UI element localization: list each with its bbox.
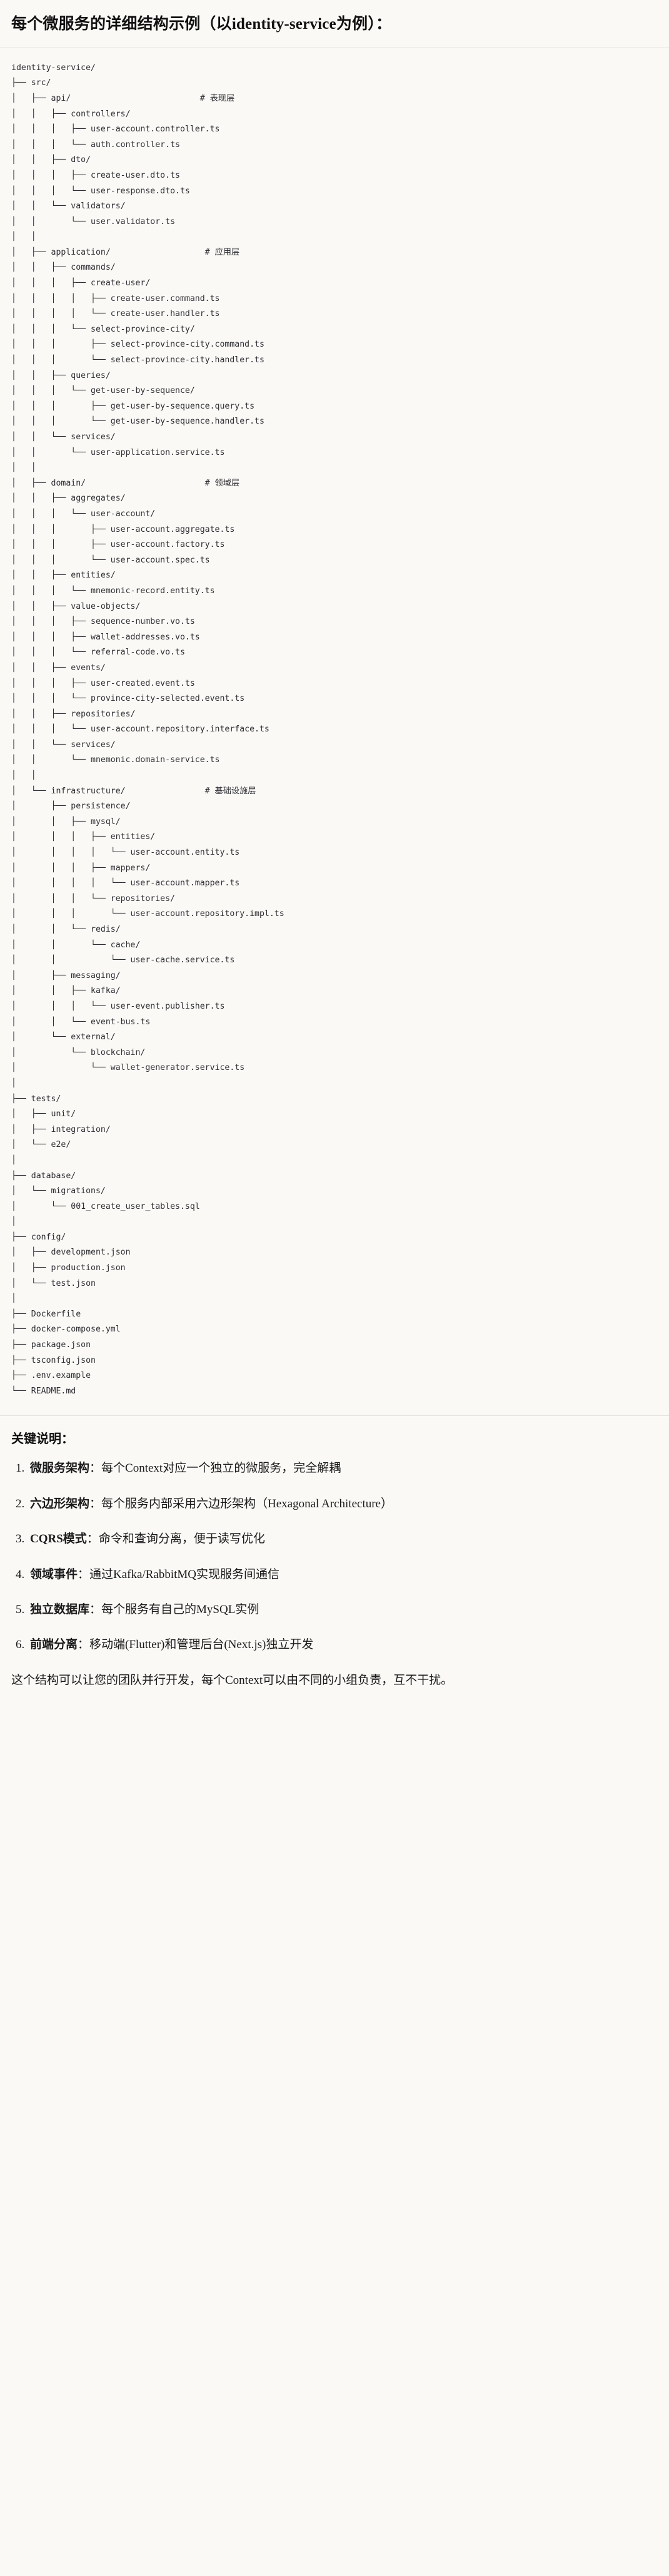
key-note-separator: ：: [89, 1602, 102, 1616]
page-title-prefix: 每个微服务的详细结构示例（以: [11, 15, 232, 33]
closing-paragraph: 这个结构可以让您的团队并行开发，每个Context可以由不同的小组负责，互不干扰…: [11, 1673, 453, 1687]
directory-tree-section: identity-service/ ├── src/ │ ├── api/ # …: [0, 48, 669, 1417]
key-note-text: 命令和查询分离，便于读写优化: [98, 1532, 265, 1546]
key-note-text: 每个服务有自己的MySQL实例: [101, 1602, 259, 1616]
key-note-term: 六边形架构: [30, 1497, 90, 1510]
key-note-separator: ：: [89, 1497, 102, 1510]
key-note-item: 前端分离：移动端(Flutter)和管理后台(Next.js)独立开发: [28, 1636, 658, 1654]
page-title-suffix: 为例）：: [336, 15, 392, 33]
page-root: 每个微服务的详细结构示例（以identity-service为例）： ident…: [0, 0, 669, 1706]
key-note-term: 前端分离: [30, 1638, 78, 1652]
key-note-item: 六边形架构：每个服务内部采用六边形架构（Hexagonal Architectu…: [28, 1495, 658, 1514]
key-note-term: 独立数据库: [30, 1602, 90, 1616]
key-note-separator: ：: [89, 1462, 102, 1475]
page-title-service-name: identity-service: [231, 16, 336, 33]
key-note-term: 领域事件: [30, 1567, 78, 1581]
key-notes-section: 关键说明： 微服务架构：每个Context对应一个独立的微服务，完全解耦六边形架…: [0, 1416, 669, 1707]
key-note-text: 移动端(Flutter)和管理后台(Next.js)独立开发: [89, 1638, 314, 1652]
directory-tree: identity-service/ ├── src/ │ ├── api/ # …: [11, 63, 284, 1396]
key-note-separator: ：: [78, 1567, 90, 1581]
key-note-text: 通过Kafka/RabbitMQ实现服务间通信: [89, 1567, 280, 1581]
key-note-item: 微服务架构：每个Context对应一个独立的微服务，完全解耦: [28, 1459, 658, 1478]
key-notes-list: 微服务架构：每个Context对应一个独立的微服务，完全解耦六边形架构：每个服务…: [11, 1459, 658, 1654]
key-note-separator: ：: [78, 1638, 90, 1652]
key-note-text: 每个Context对应一个独立的微服务，完全解耦: [101, 1462, 341, 1475]
title-section: 每个微服务的详细结构示例（以identity-service为例）：: [0, 0, 669, 48]
key-note-separator: ：: [86, 1532, 99, 1546]
key-note-term: CQRS模式: [30, 1532, 87, 1546]
page-title: 每个微服务的详细结构示例（以identity-service为例）：: [11, 14, 658, 35]
key-note-item: 领域事件：通过Kafka/RabbitMQ实现服务间通信: [28, 1565, 658, 1584]
key-note-term: 微服务架构: [30, 1462, 90, 1475]
key-note-item: 独立数据库：每个服务有自己的MySQL实例: [28, 1601, 658, 1619]
key-notes-heading: 关键说明：: [11, 1432, 74, 1447]
key-note-item: CQRS模式：命令和查询分离，便于读写优化: [28, 1530, 658, 1549]
key-note-text: 每个服务内部采用六边形架构（Hexagonal Architecture）: [101, 1497, 393, 1510]
